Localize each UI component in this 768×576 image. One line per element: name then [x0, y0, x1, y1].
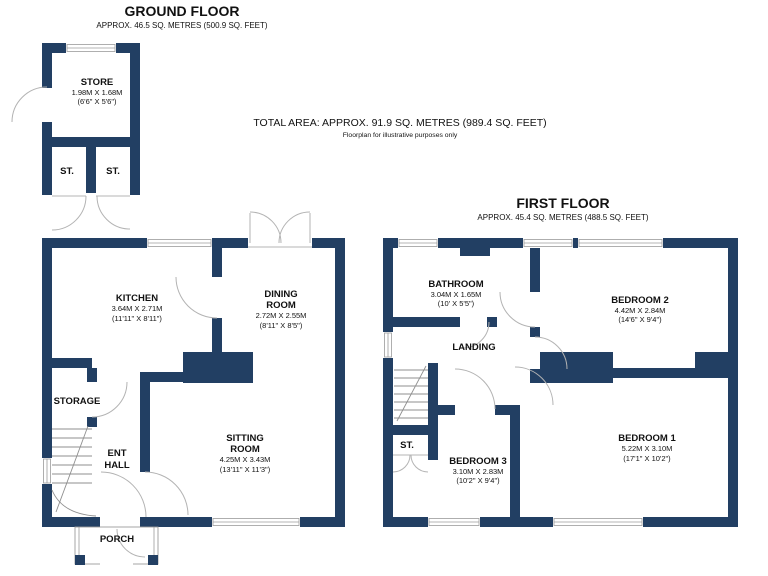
bedroom2-dim-imperial: (14'6" X 9'4")	[618, 315, 662, 324]
bedroom1-label: BEDROOM 1	[618, 433, 676, 444]
dining-french-doors	[248, 211, 312, 248]
outbuilding-plan: STORE 1.98M X 1.68M (6'6" X 5'6") ST. ST…	[11, 43, 140, 231]
porch-plan: PORCH	[74, 526, 159, 568]
dining-label-2: ROOM	[266, 300, 296, 311]
bedroom2-label: BEDROOM 2	[611, 295, 669, 306]
front-door-arc	[100, 471, 147, 518]
sitting-dim-imperial: (13'11" X 11'3")	[220, 465, 271, 474]
bedroom3-dim-metric: 3.10M X 2.83M	[453, 467, 504, 476]
kitchen-label: KITCHEN	[116, 293, 158, 304]
porch-label: PORCH	[100, 534, 134, 545]
dining-label-1: DINING	[264, 289, 297, 300]
storage-door-arc	[91, 381, 128, 418]
first-floor-header: FIRST FLOOR APPROX. 45.4 SQ. METRES (488…	[477, 195, 649, 222]
bathroom-dim-metric: 3.04M X 1.65M	[431, 290, 482, 299]
bedroom1-door-arc	[514, 366, 554, 406]
sitting-label-2: ROOM	[230, 444, 260, 455]
bedroom2-door-arc	[534, 336, 568, 370]
bathroom-dim-imperial: (10' X 5'5")	[438, 299, 475, 308]
st-cupboard-doors	[392, 454, 429, 473]
store-dim-metric: 1.98M X 1.68M	[72, 88, 123, 97]
sitting-label-1: SITTING	[226, 433, 263, 444]
ent-hall-label-1: ENT	[108, 448, 127, 459]
kitchen-dim-metric: 3.64M X 2.71M	[112, 304, 163, 313]
porch-door-arc	[116, 528, 146, 558]
first-floor-title: FIRST FLOOR	[516, 195, 609, 211]
total-area-note: TOTAL AREA: APPROX. 91.9 SQ. METRES (989…	[253, 117, 546, 139]
st-right-label: ST.	[106, 166, 120, 177]
staircase-ground	[51, 425, 97, 517]
bedroom3-window	[428, 517, 480, 527]
bathroom-door-arc	[499, 291, 536, 328]
dining-dim-imperial: (8'11" X 8'5")	[260, 321, 303, 330]
bedroom3-dim-imperial: (10'2" X 9'4")	[456, 476, 500, 485]
chimney-breast-first	[540, 352, 613, 383]
first-floor-subtitle: APPROX. 45.4 SQ. METRES (488.5 SQ. FEET)	[477, 213, 649, 222]
landing-window	[383, 332, 393, 358]
kitchen-door-arc	[175, 276, 218, 319]
ground-floor-title: GROUND FLOOR	[124, 3, 239, 19]
bedroom1-dim-imperial: (17'1" X 10'2")	[623, 454, 671, 463]
kitchen-window	[147, 238, 212, 248]
st-first-label: ST.	[400, 440, 414, 451]
disclaimer-text: Floorplan for illustrative purposes only	[343, 132, 458, 139]
bathroom-label: BATHROOM	[428, 279, 483, 290]
storage-label: STORAGE	[54, 396, 101, 407]
ent-hall-label-2: HALL	[104, 460, 130, 471]
st-left-label: ST.	[60, 166, 74, 177]
landing-label: LANDING	[452, 342, 495, 353]
top-middle-window	[523, 238, 573, 248]
sitting-room-window	[212, 517, 300, 527]
first-floor-plan: BATHROOM 3.04M X 1.65M (10' X 5'5") LAND…	[383, 238, 738, 527]
bedroom3-door-arc	[454, 368, 496, 410]
bedroom2-dim-metric: 4.42M X 2.84M	[615, 306, 666, 315]
sitting-dim-metric: 4.25M X 3.43M	[220, 455, 271, 464]
closet-left-door-arc	[51, 195, 87, 231]
staircase-first	[394, 365, 428, 422]
ground-floor-header: GROUND FLOOR APPROX. 46.5 SQ. METRES (50…	[96, 3, 268, 30]
chimney-breast-ground	[183, 352, 253, 383]
kitchen-dim-imperial: (11'11" X 8'11")	[112, 314, 162, 323]
hall-window	[42, 458, 52, 484]
ground-floor-plan: KITCHEN 3.64M X 2.71M (11'11" X 8'11") D…	[42, 211, 345, 527]
store-dim-imperial: (6'6" X 5'6")	[77, 97, 117, 106]
dining-dim-metric: 2.72M X 2.55M	[256, 311, 307, 320]
store-door-arc	[11, 86, 48, 123]
landing-door-arc	[462, 321, 490, 349]
store-label: STORE	[81, 77, 114, 88]
bedroom1-window	[553, 517, 643, 527]
store-window	[66, 43, 116, 53]
ground-floor-subtitle: APPROX. 46.5 SQ. METRES (500.9 SQ. FEET)	[96, 21, 268, 30]
bedroom1-dim-metric: 5.22M X 3.10M	[622, 444, 673, 453]
bathroom-window	[398, 238, 438, 248]
sitting-door-arc	[144, 471, 189, 516]
closet-right-door-arc	[96, 195, 131, 230]
total-area-text: TOTAL AREA: APPROX. 91.9 SQ. METRES (989…	[253, 117, 546, 129]
top-wall-pier	[460, 248, 490, 256]
bedroom3-label: BEDROOM 3	[449, 456, 507, 467]
bedroom2-window	[578, 238, 663, 248]
